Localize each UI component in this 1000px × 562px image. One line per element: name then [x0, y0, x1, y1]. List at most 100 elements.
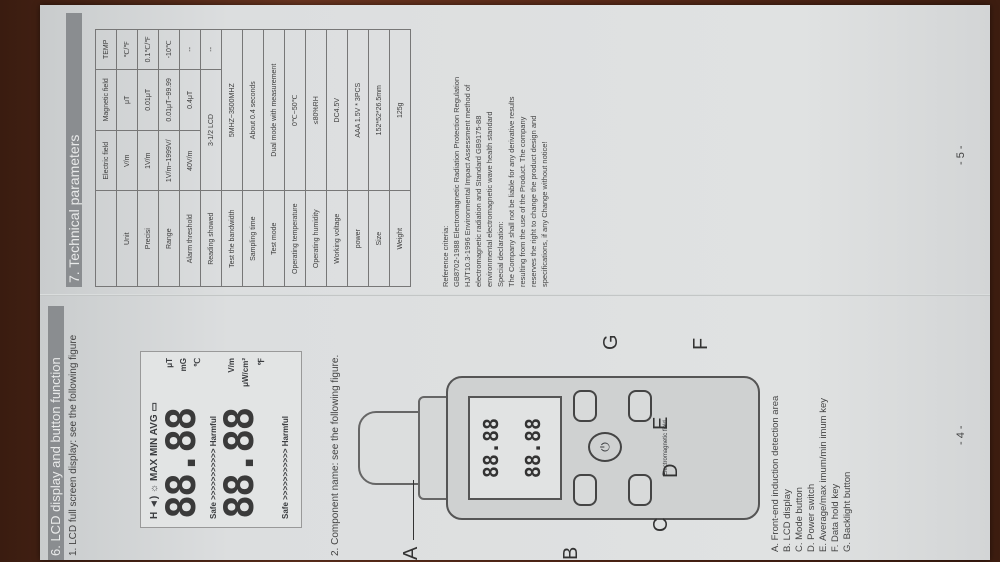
cell: Weight	[389, 190, 411, 287]
ref-line: specifications, if any Change without no…	[540, 141, 549, 288]
ref-line: Special declaration:	[496, 221, 505, 287]
manual-spread: 6. LCD display and button function 1. LC…	[40, 5, 990, 560]
ref-line: The Company shall not be liable for any …	[507, 96, 516, 287]
cell: DC4.5V	[326, 29, 348, 191]
power-icon: ⏻	[588, 432, 622, 462]
header-cell: Electric field	[95, 130, 117, 191]
section-heading: 6. LCD display and button function	[48, 306, 64, 560]
lcd-digits-top: 88.88	[159, 408, 205, 519]
hold-button	[628, 474, 652, 506]
ref-line: HJ/T10.3-1996 Environmental Impact Asses…	[463, 84, 472, 287]
callout-c: C	[650, 517, 672, 532]
unit-label: ℃	[193, 358, 202, 367]
cell: 0.01μT	[137, 69, 159, 131]
meter-screen-top: 88.88	[479, 417, 503, 479]
unit-label: V/m	[227, 358, 236, 373]
legend-item: F. Data hold key	[830, 483, 841, 552]
cell: 125g	[389, 29, 411, 191]
cell: 40V/m	[179, 130, 201, 191]
backlight-button	[573, 474, 597, 506]
cell: power	[347, 190, 369, 287]
cell: Alarm threshold	[179, 190, 201, 287]
cell: Precisi	[137, 190, 159, 287]
mode-button	[573, 390, 597, 422]
ref-line: resulting from the use of the Product. T…	[518, 116, 527, 287]
cell: 1V/m	[137, 130, 159, 191]
callout-b: B	[560, 546, 582, 560]
callout-e: E	[650, 416, 672, 430]
cell: 3-1/2 LCD	[200, 69, 222, 191]
legend-item: A. Front-end induction detection area	[770, 395, 781, 552]
page-4: 6. LCD display and button function 1. LC…	[40, 295, 990, 560]
cell: Sampling time	[242, 190, 264, 287]
legend-item: C. Mode button	[794, 487, 805, 552]
legend-item: G. Backlight button	[842, 471, 853, 552]
section-heading: 7. Technical parameters	[66, 13, 82, 287]
ref-line: Reference criteria:	[441, 225, 450, 287]
unit-label: μW/cm²	[241, 358, 250, 387]
callout-a: A	[400, 546, 422, 560]
cell: AAA 1.5V * 3PCS	[347, 29, 369, 191]
lcd-bar-bottom: Safe >>>>>>>>>>> Harmful	[281, 416, 290, 519]
legend-item: B. LCD display	[782, 489, 793, 552]
cell: Test the bandwidth	[221, 190, 243, 287]
header-cell	[95, 190, 117, 287]
cell: 1V/m~1999V/	[158, 130, 180, 191]
lcd-intro: 1. LCD full screen display: see the foll…	[68, 334, 79, 556]
unit-label: μT	[165, 358, 174, 368]
cell: -10℃	[158, 29, 180, 70]
cell: Unit	[116, 190, 138, 287]
cell: 0.1℃/℉	[137, 29, 159, 70]
callout-d: D	[660, 463, 682, 478]
cell: Working voltage	[326, 190, 348, 287]
cell: 0℃~50℃	[284, 29, 306, 191]
sensor-probe	[358, 411, 427, 485]
ref-line: GB8702-1988 Electromagnetic Radiation Pr…	[452, 76, 461, 287]
header-cell: Magnetic field	[95, 69, 117, 131]
cell: ℃/℉	[116, 29, 138, 70]
cell: --	[200, 29, 222, 70]
reference-criteria: Reference criteria: GB8702-1988 Electrom…	[440, 27, 550, 287]
meter-screen-bottom: 88.88	[521, 417, 545, 479]
cell: Test mode	[263, 190, 285, 287]
cell: Range	[158, 190, 180, 287]
ref-line: reserves the right to change the product…	[529, 115, 538, 287]
table-row: Operating humidity≤80%RH	[305, 29, 327, 287]
cell: 5MHZ~3500MHZ	[221, 29, 243, 191]
component-intro: 2. Component name: see the following fig…	[330, 354, 341, 556]
component-legend: A. Front-end induction detection area B.…	[770, 396, 854, 552]
lcd-figure: H ◄) ☼ MAX MIN AVG ▭ 88.88 Safe >>>>>>>>…	[140, 351, 302, 528]
legend-item: D. Power switch	[806, 483, 817, 552]
header-cell: TEMP	[95, 29, 117, 70]
cell: 0.4μT	[179, 69, 201, 131]
cell: Dual mode with measurement	[263, 29, 285, 191]
cell: --	[179, 29, 201, 70]
meter-drawing: 88.88 88.88 ⏻ Electromagnetic field	[358, 370, 760, 530]
cell: 152*52*26.5mm	[368, 29, 390, 191]
cell: Reading showed	[200, 190, 222, 287]
meter-screen: 88.88 88.88	[468, 396, 562, 500]
page-number: - 4 -	[955, 425, 967, 445]
cell: 0.01μT~99.99	[158, 69, 180, 131]
legend-item: E. Average/max imum/min imum key	[818, 398, 829, 552]
table-header: Electric field Magnetic field TEMP	[95, 29, 117, 287]
avg-button	[628, 390, 652, 422]
callout-f: F	[690, 337, 712, 350]
ref-line: electromagnetic radiation and Standard G…	[474, 115, 483, 287]
page-number: - 5 -	[955, 145, 967, 165]
lcd-digits-bottom: 88.88	[217, 408, 263, 519]
ref-line: environmental electromagnetic wave healt…	[485, 111, 494, 287]
cell: Operating temperature	[284, 190, 306, 287]
